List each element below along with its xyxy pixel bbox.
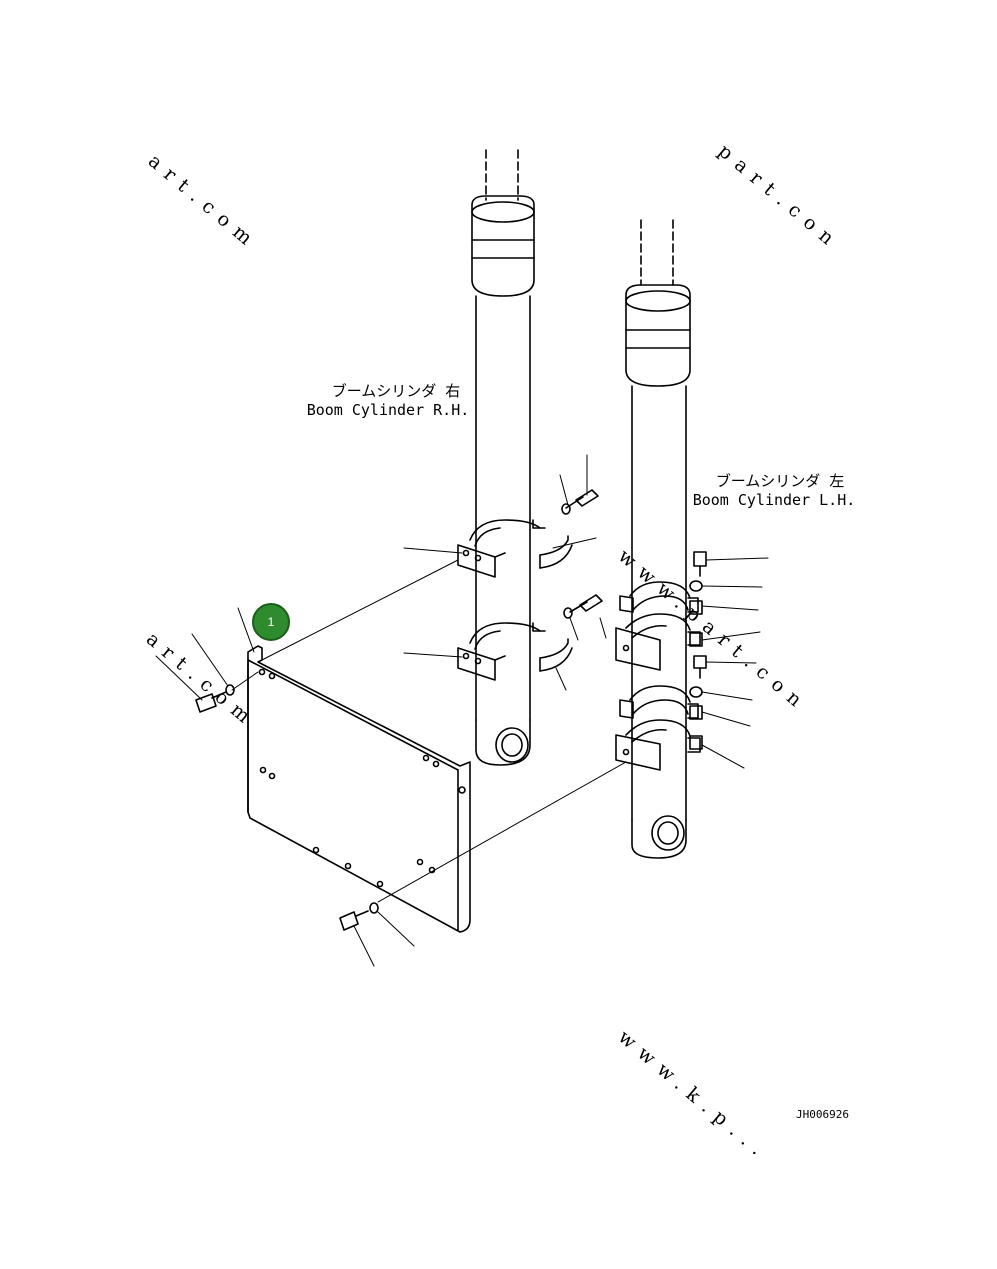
label-rh-jp: ブームシリンダ 右 xyxy=(331,382,461,400)
callout-number: 1 xyxy=(267,615,275,629)
plate-bolt-lower xyxy=(339,902,379,931)
lh-bolts xyxy=(689,551,707,750)
plate-bolt-upper xyxy=(195,684,235,713)
lh-clamp-1 xyxy=(619,581,699,613)
drawing-code: JH006926 xyxy=(796,1108,849,1121)
rh-clamp-upper xyxy=(457,519,573,578)
cover-plate xyxy=(247,645,471,933)
label-rh-en: Boom Cylinder R.H. xyxy=(306,401,470,419)
lh-clamp-4 xyxy=(615,719,701,771)
leader-lines xyxy=(155,454,769,967)
callout-part-1[interactable]: 1 xyxy=(252,603,290,641)
label-lh-en: Boom Cylinder L.H. xyxy=(692,491,856,509)
lh-clamp-2 xyxy=(615,613,701,671)
rh-clamp-lower xyxy=(457,622,573,681)
boom-cylinder-rh xyxy=(471,149,535,766)
lh-clamp-3 xyxy=(619,685,699,719)
boom-cylinder-lh xyxy=(625,219,691,859)
label-lh-jp: ブームシリンダ 左 xyxy=(715,472,845,490)
bolt-lower-rh xyxy=(563,594,603,619)
